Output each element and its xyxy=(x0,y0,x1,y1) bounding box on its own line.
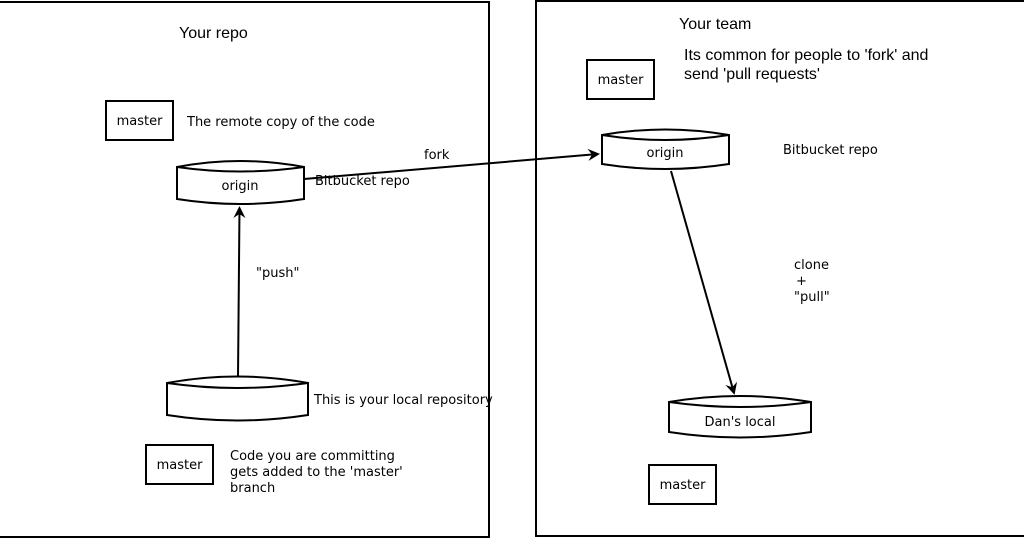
origin-repo-your[interactable]: origin xyxy=(176,160,305,205)
clone-label-line-3: "pull" xyxy=(794,290,830,305)
your-team-panel xyxy=(535,0,1024,537)
your-repo-panel xyxy=(0,1,490,538)
bitbucket-repo-caption-your: Bitbucket repo xyxy=(315,174,410,189)
clone-pull-arrow xyxy=(670,170,738,395)
remote-master-caption: The remote copy of the code xyxy=(186,115,375,130)
your-repo-title: Your repo xyxy=(179,25,248,42)
local-master-branch-box[interactable]: master xyxy=(145,444,214,485)
origin-label-team: origin xyxy=(646,146,683,161)
team-master-branch-box[interactable]: master xyxy=(586,59,655,100)
local-repo-your[interactable] xyxy=(166,375,309,422)
dans-local-label: Dan's local xyxy=(705,415,776,430)
team-master-label: master xyxy=(598,73,644,88)
commit-caption-line-1: Code you are committing xyxy=(230,449,395,464)
local-repo-caption: This is your local repository xyxy=(313,393,493,408)
fork-note-line-1: Its common for people to 'fork' and xyxy=(684,47,928,64)
local-master-label: master xyxy=(157,458,203,473)
remote-master-label: master xyxy=(117,114,163,129)
origin-repo-team[interactable]: origin xyxy=(601,128,730,170)
fork-note-line-2: send 'pull requests' xyxy=(684,66,820,83)
fork-arrow xyxy=(303,148,600,180)
origin-label-your: origin xyxy=(221,179,258,194)
commit-caption-line-2: gets added to the 'master' xyxy=(230,465,403,480)
dans-local-repo[interactable]: Dan's local xyxy=(668,395,812,439)
fork-label: fork xyxy=(424,148,450,163)
commit-caption-line-3: branch xyxy=(230,481,275,496)
dans-master-branch-box[interactable]: master xyxy=(648,464,717,505)
push-arrow xyxy=(233,206,246,378)
clone-label-line-1: clone xyxy=(794,258,829,273)
clone-label-line-2: + xyxy=(796,274,807,289)
remote-master-branch-box[interactable]: master xyxy=(105,100,174,141)
dans-master-label: master xyxy=(660,478,706,493)
push-label: "push" xyxy=(256,266,299,281)
your-team-title: Your team xyxy=(679,16,751,33)
bitbucket-repo-caption-team: Bitbucket repo xyxy=(783,143,878,158)
